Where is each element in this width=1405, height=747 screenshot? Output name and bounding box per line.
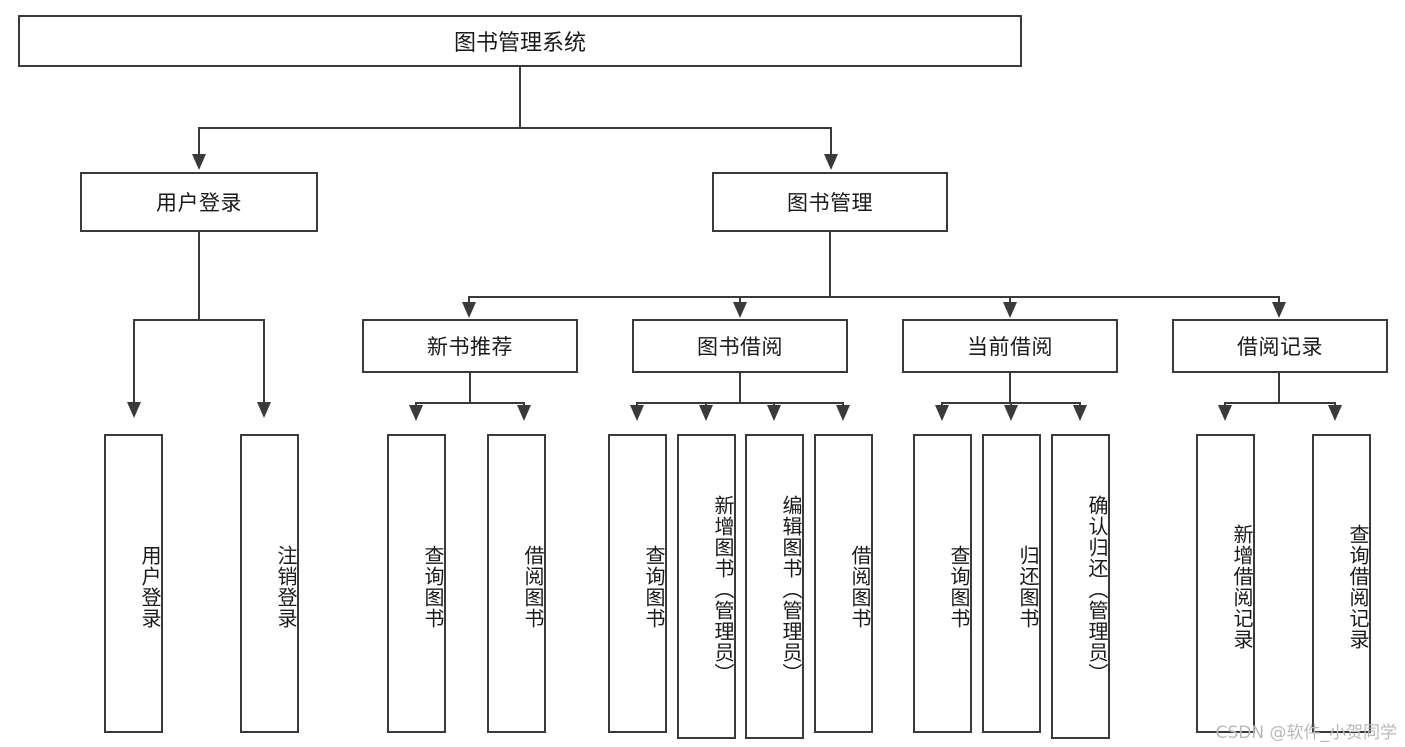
arrow-to-book-borrow xyxy=(733,302,747,318)
edge-to-leaf-user-login xyxy=(133,319,135,404)
leaf-query-book-recommend[interactable]: 查询图书 xyxy=(387,434,446,733)
node-label: 图书管理系统 xyxy=(453,31,586,56)
edge-user-login-stem xyxy=(198,232,200,320)
arrow-to-book-management xyxy=(824,154,838,170)
node-root-book-management-system[interactable]: 图书管理系统 xyxy=(18,15,1022,67)
csdn-watermark: CSDN @软件_小贺同学 xyxy=(1215,723,1397,743)
leaf-confirm-return-admin[interactable]: 确认归还（管理员） xyxy=(1051,434,1110,739)
node-borrow-record[interactable]: 借阅记录 xyxy=(1172,319,1388,373)
edge-borrow-record-bus xyxy=(1224,402,1336,404)
node-label: 用户登录 xyxy=(156,191,242,215)
leaf-label: 借阅图书 xyxy=(848,544,872,629)
leaf-borrow-book-recommend[interactable]: 借阅图书 xyxy=(487,434,546,733)
leaf-label: 编辑图书（管理员） xyxy=(779,495,803,684)
leaf-label: 查询图书 xyxy=(947,544,971,629)
arrow-to-leaf-logout xyxy=(257,402,271,418)
node-book-borrow[interactable]: 图书借阅 xyxy=(632,319,848,373)
edge-book-management-stem xyxy=(829,232,831,297)
arrow-to-leaf-query-book-2 xyxy=(630,405,644,421)
arrow-to-leaf-add-record xyxy=(1218,405,1232,421)
arrow-to-leaf-query-book-3 xyxy=(935,405,949,421)
leaf-label: 查询图书 xyxy=(642,544,666,629)
edge-level2-bus xyxy=(468,296,1280,298)
arrow-to-borrow-record xyxy=(1272,302,1286,318)
edge-to-leaf-logout xyxy=(263,319,265,404)
edge-to-user-login xyxy=(198,127,200,157)
arrow-to-leaf-confirm-return xyxy=(1073,405,1087,421)
arrow-to-user-login xyxy=(192,154,206,170)
node-label: 图书管理 xyxy=(787,191,873,215)
edge-book-borrow-stem xyxy=(739,373,741,403)
leaf-add-borrow-record[interactable]: 新增借阅记录 xyxy=(1196,434,1255,733)
edge-root-stem xyxy=(519,67,521,128)
leaf-label: 查询图书 xyxy=(421,544,445,629)
leaf-borrow-book-borrow[interactable]: 借阅图书 xyxy=(814,434,873,733)
leaf-return-book[interactable]: 归还图书 xyxy=(982,434,1041,733)
edge-borrow-record-stem xyxy=(1278,373,1280,403)
arrow-to-leaf-borrow-book-2 xyxy=(836,405,850,421)
arrow-to-leaf-user-login xyxy=(127,402,141,418)
leaf-label: 新增借阅记录 xyxy=(1230,523,1254,650)
leaf-label: 用户登录 xyxy=(138,544,162,629)
node-label: 图书借阅 xyxy=(697,335,783,359)
leaf-user-login[interactable]: 用户登录 xyxy=(104,434,163,733)
leaf-logout[interactable]: 注销登录 xyxy=(240,434,299,733)
leaf-label: 借阅图书 xyxy=(521,544,545,629)
leaf-query-book-current[interactable]: 查询图书 xyxy=(913,434,972,733)
leaf-label: 新增图书（管理员） xyxy=(711,495,735,684)
node-current-borrow[interactable]: 当前借阅 xyxy=(902,319,1118,373)
arrow-to-new-book-recommend xyxy=(462,302,476,318)
node-label: 新书推荐 xyxy=(427,335,513,359)
edge-book-borrow-bus xyxy=(636,402,844,404)
edge-new-book-recommend-bus xyxy=(415,402,525,404)
leaf-query-book-borrow[interactable]: 查询图书 xyxy=(608,434,667,733)
leaf-label: 查询借阅记录 xyxy=(1346,523,1370,650)
arrow-to-leaf-return-book xyxy=(1004,405,1018,421)
node-book-management[interactable]: 图书管理 xyxy=(712,172,948,232)
leaf-add-book-admin[interactable]: 新增图书（管理员） xyxy=(677,434,736,739)
arrow-to-leaf-borrow-book-1 xyxy=(517,405,531,421)
arrow-to-leaf-query-record xyxy=(1328,405,1342,421)
edge-current-borrow-stem xyxy=(1009,373,1011,403)
arrow-to-leaf-edit-book xyxy=(767,405,781,421)
node-label: 当前借阅 xyxy=(967,335,1053,359)
arrow-to-leaf-add-book xyxy=(699,405,713,421)
edge-new-book-recommend-stem xyxy=(469,373,471,403)
edge-level1-bus xyxy=(198,127,832,129)
leaf-label: 注销登录 xyxy=(274,544,298,629)
leaf-label: 归还图书 xyxy=(1016,544,1040,629)
leaf-query-borrow-record[interactable]: 查询借阅记录 xyxy=(1312,434,1371,733)
node-new-book-recommend[interactable]: 新书推荐 xyxy=(362,319,578,373)
edge-to-book-management xyxy=(830,127,832,157)
edge-user-login-bus xyxy=(133,319,265,321)
arrow-to-leaf-query-book-1 xyxy=(409,405,423,421)
node-user-login[interactable]: 用户登录 xyxy=(80,172,318,232)
leaf-label: 确认归还（管理员） xyxy=(1085,495,1109,684)
arrow-to-current-borrow xyxy=(1003,302,1017,318)
leaf-edit-book-admin[interactable]: 编辑图书（管理员） xyxy=(745,434,804,739)
node-label: 借阅记录 xyxy=(1237,335,1323,359)
